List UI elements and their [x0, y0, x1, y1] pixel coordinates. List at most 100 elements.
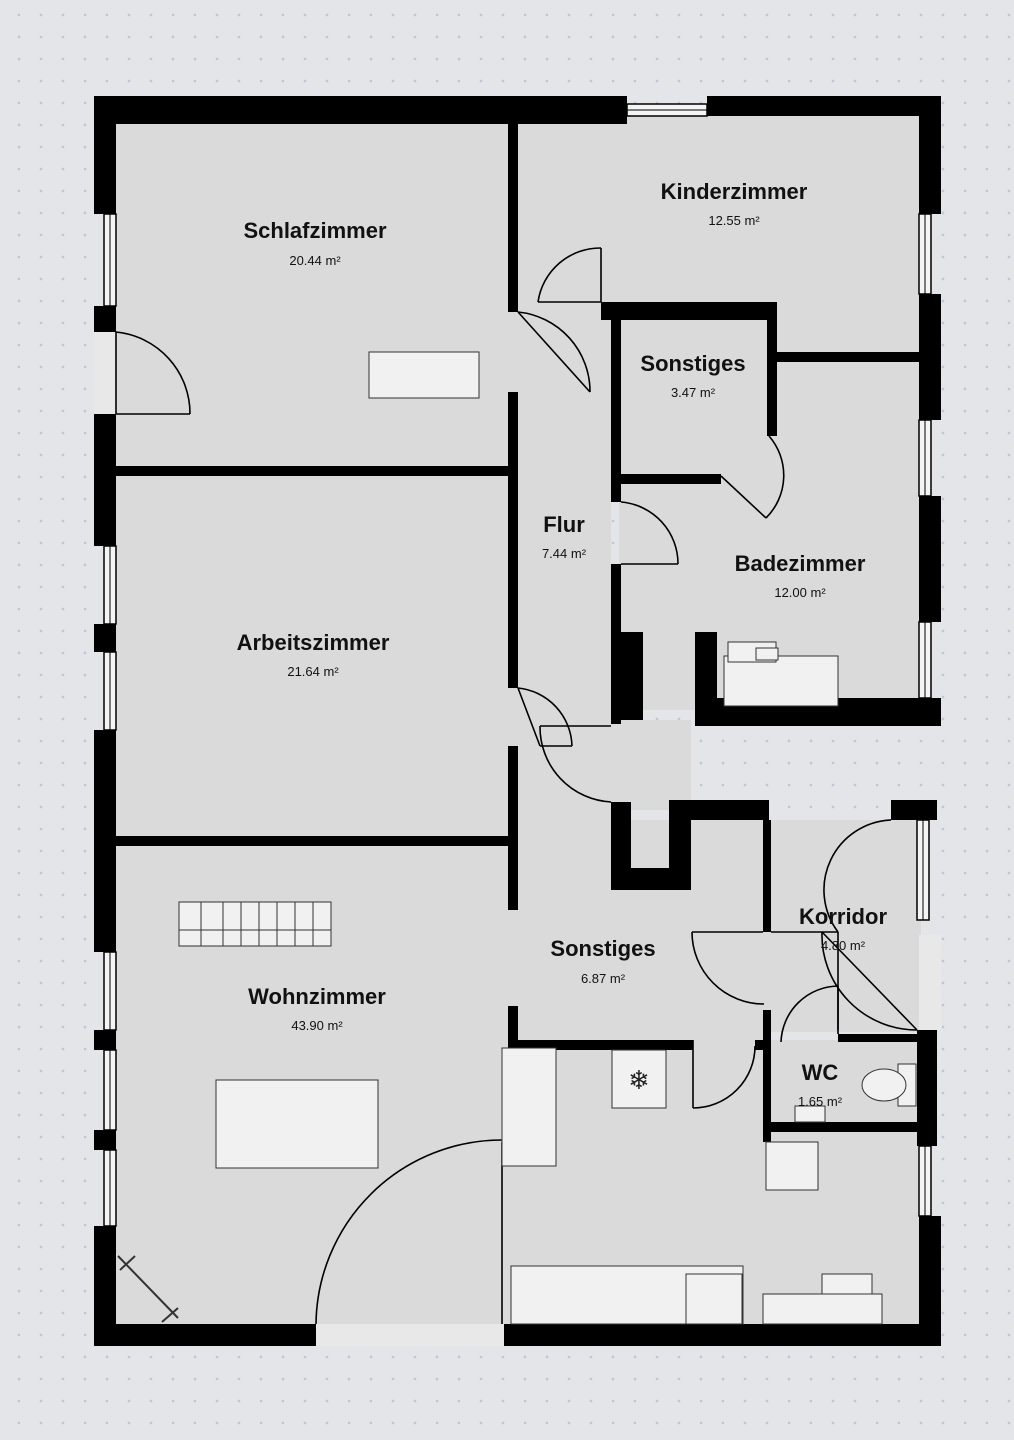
floor-flur — [513, 302, 611, 830]
floor-sonstiges-large — [513, 820, 771, 1048]
wall-top-right — [707, 96, 941, 116]
label-sonstiges-small: Sonstiges — [640, 351, 745, 376]
area-sonstiges-large: 6.87 m² — [581, 971, 626, 986]
furniture — [117, 351, 917, 1325]
floor-arbeitszimmer — [115, 476, 513, 836]
wall-flur-right-1 — [611, 302, 621, 502]
door-hall — [539, 725, 612, 803]
wall-sonstiges-bottom — [611, 474, 721, 484]
label-wc: WC — [802, 1060, 839, 1085]
wall-left-8 — [94, 1226, 116, 1346]
door-schlafzimmer — [115, 331, 191, 415]
wohnzimmer-table — [215, 1079, 379, 1169]
wall-right-bath-left — [695, 632, 717, 726]
wall-right-3 — [919, 496, 941, 622]
area-kinderzimmer: 12.55 m² — [708, 213, 760, 228]
area-wohnzimmer: 43.90 m² — [291, 1018, 343, 1033]
floor-hall-gap — [611, 720, 691, 810]
wall-flur-right-2 — [611, 564, 621, 724]
door-sonstiges-korridor — [691, 931, 765, 1005]
door-sonstiges-small — [720, 435, 785, 519]
floor-schlafzimmer — [115, 124, 513, 466]
wall-sonstiges-right — [767, 302, 777, 436]
label-kinderzimmer: Kinderzimmer — [661, 179, 808, 204]
wall-left-2 — [94, 306, 116, 332]
wohnzimmer-shelves — [178, 901, 332, 947]
door-arbeitszimmer — [517, 687, 573, 747]
standing-lamp — [117, 1255, 179, 1319]
label-badezimmer: Badezimmer — [735, 551, 866, 576]
wall-right-5 — [919, 698, 941, 726]
kitchen-counter-2 — [685, 1273, 743, 1325]
room-labels: Schlafzimmer 20.44 m² Kinderzimmer 12.55… — [237, 179, 888, 1109]
wall-flur-left-1 — [508, 392, 518, 688]
door-wc — [780, 985, 839, 1043]
schlafzimmer-desk — [368, 351, 480, 399]
bathroom-counter — [723, 655, 839, 707]
wall-left-5 — [94, 730, 116, 952]
wall-korridor-left-2 — [763, 1010, 771, 1142]
wall-right-wc — [917, 1030, 937, 1146]
bathroom-basin — [755, 647, 779, 661]
wc-sink — [794, 1105, 826, 1123]
wall-hall-block-4 — [669, 800, 769, 820]
kitchen-sink — [821, 1273, 873, 1295]
window-midlines — [109, 109, 926, 1226]
area-sonstiges-small: 3.47 m² — [671, 385, 716, 400]
kitchen-sink-counter — [762, 1293, 883, 1325]
wall-hall-block-3 — [669, 800, 691, 890]
door-entrance — [315, 1139, 503, 1325]
wall-wc-top — [838, 1034, 937, 1042]
kitchen-chair — [765, 1141, 819, 1191]
wall-vertical-top — [508, 116, 518, 312]
wall-schlaf-arbeit — [115, 466, 518, 476]
wall-kitchen-top — [513, 1040, 693, 1050]
walls — [94, 96, 941, 1346]
wall-bottom-left — [94, 1324, 316, 1346]
wall-top-left — [94, 96, 627, 124]
wall-flur-left-2 — [508, 746, 518, 910]
freezer — [611, 1049, 667, 1109]
label-wohnzimmer: Wohnzimmer — [248, 984, 386, 1009]
kitchen-island — [501, 1047, 557, 1167]
area-flur: 7.44 m² — [542, 546, 587, 561]
wall-left-1 — [94, 96, 116, 214]
wall-kitchen-top-2 — [755, 1040, 771, 1050]
wall-left-6 — [94, 1030, 116, 1050]
threshold-korridor — [919, 935, 941, 1030]
door-thresholds — [94, 332, 941, 1346]
threshold-entrance — [316, 1324, 504, 1346]
label-schlafzimmer: Schlafzimmer — [243, 218, 386, 243]
door-kitchen — [692, 1040, 756, 1109]
wall-arbeit-wohn — [115, 836, 518, 846]
floor-korridor — [771, 820, 921, 1032]
wall-wohn-kitchen — [508, 1006, 518, 1050]
wall-wc-bottom — [763, 1122, 937, 1132]
threshold-schlafzimmer — [94, 332, 116, 414]
door-flur-schlafzimmer — [517, 311, 591, 393]
toilet-icon — [861, 1068, 907, 1102]
wall-right-1 — [919, 96, 941, 214]
label-arbeitszimmer: Arbeitszimmer — [237, 630, 390, 655]
snowflake-icon: ❄ — [628, 1066, 650, 1096]
door-flur-kinderzimmer — [537, 247, 602, 303]
wall-bath-column — [621, 632, 643, 720]
area-arbeitszimmer: 21.64 m² — [287, 664, 339, 679]
wall-korridor-left — [763, 820, 771, 932]
wall-left-3 — [94, 414, 116, 546]
wall-right-korridor — [917, 800, 937, 820]
wall-kinder-bottom — [601, 302, 777, 320]
label-sonstiges-large: Sonstiges — [550, 936, 655, 961]
label-flur: Flur — [543, 512, 585, 537]
area-schlafzimmer: 20.44 m² — [289, 253, 341, 268]
wall-right-2 — [919, 294, 941, 420]
label-korridor: Korridor — [799, 904, 887, 929]
wall-left-7 — [94, 1130, 116, 1150]
area-wc: 1.65 m² — [798, 1094, 843, 1109]
wall-bottom-right — [504, 1324, 941, 1346]
wall-right-kitchen — [919, 1216, 941, 1346]
door-badezimmer — [620, 501, 679, 565]
wall-kinder-bad — [777, 352, 921, 362]
area-badezimmer: 12.00 m² — [774, 585, 826, 600]
